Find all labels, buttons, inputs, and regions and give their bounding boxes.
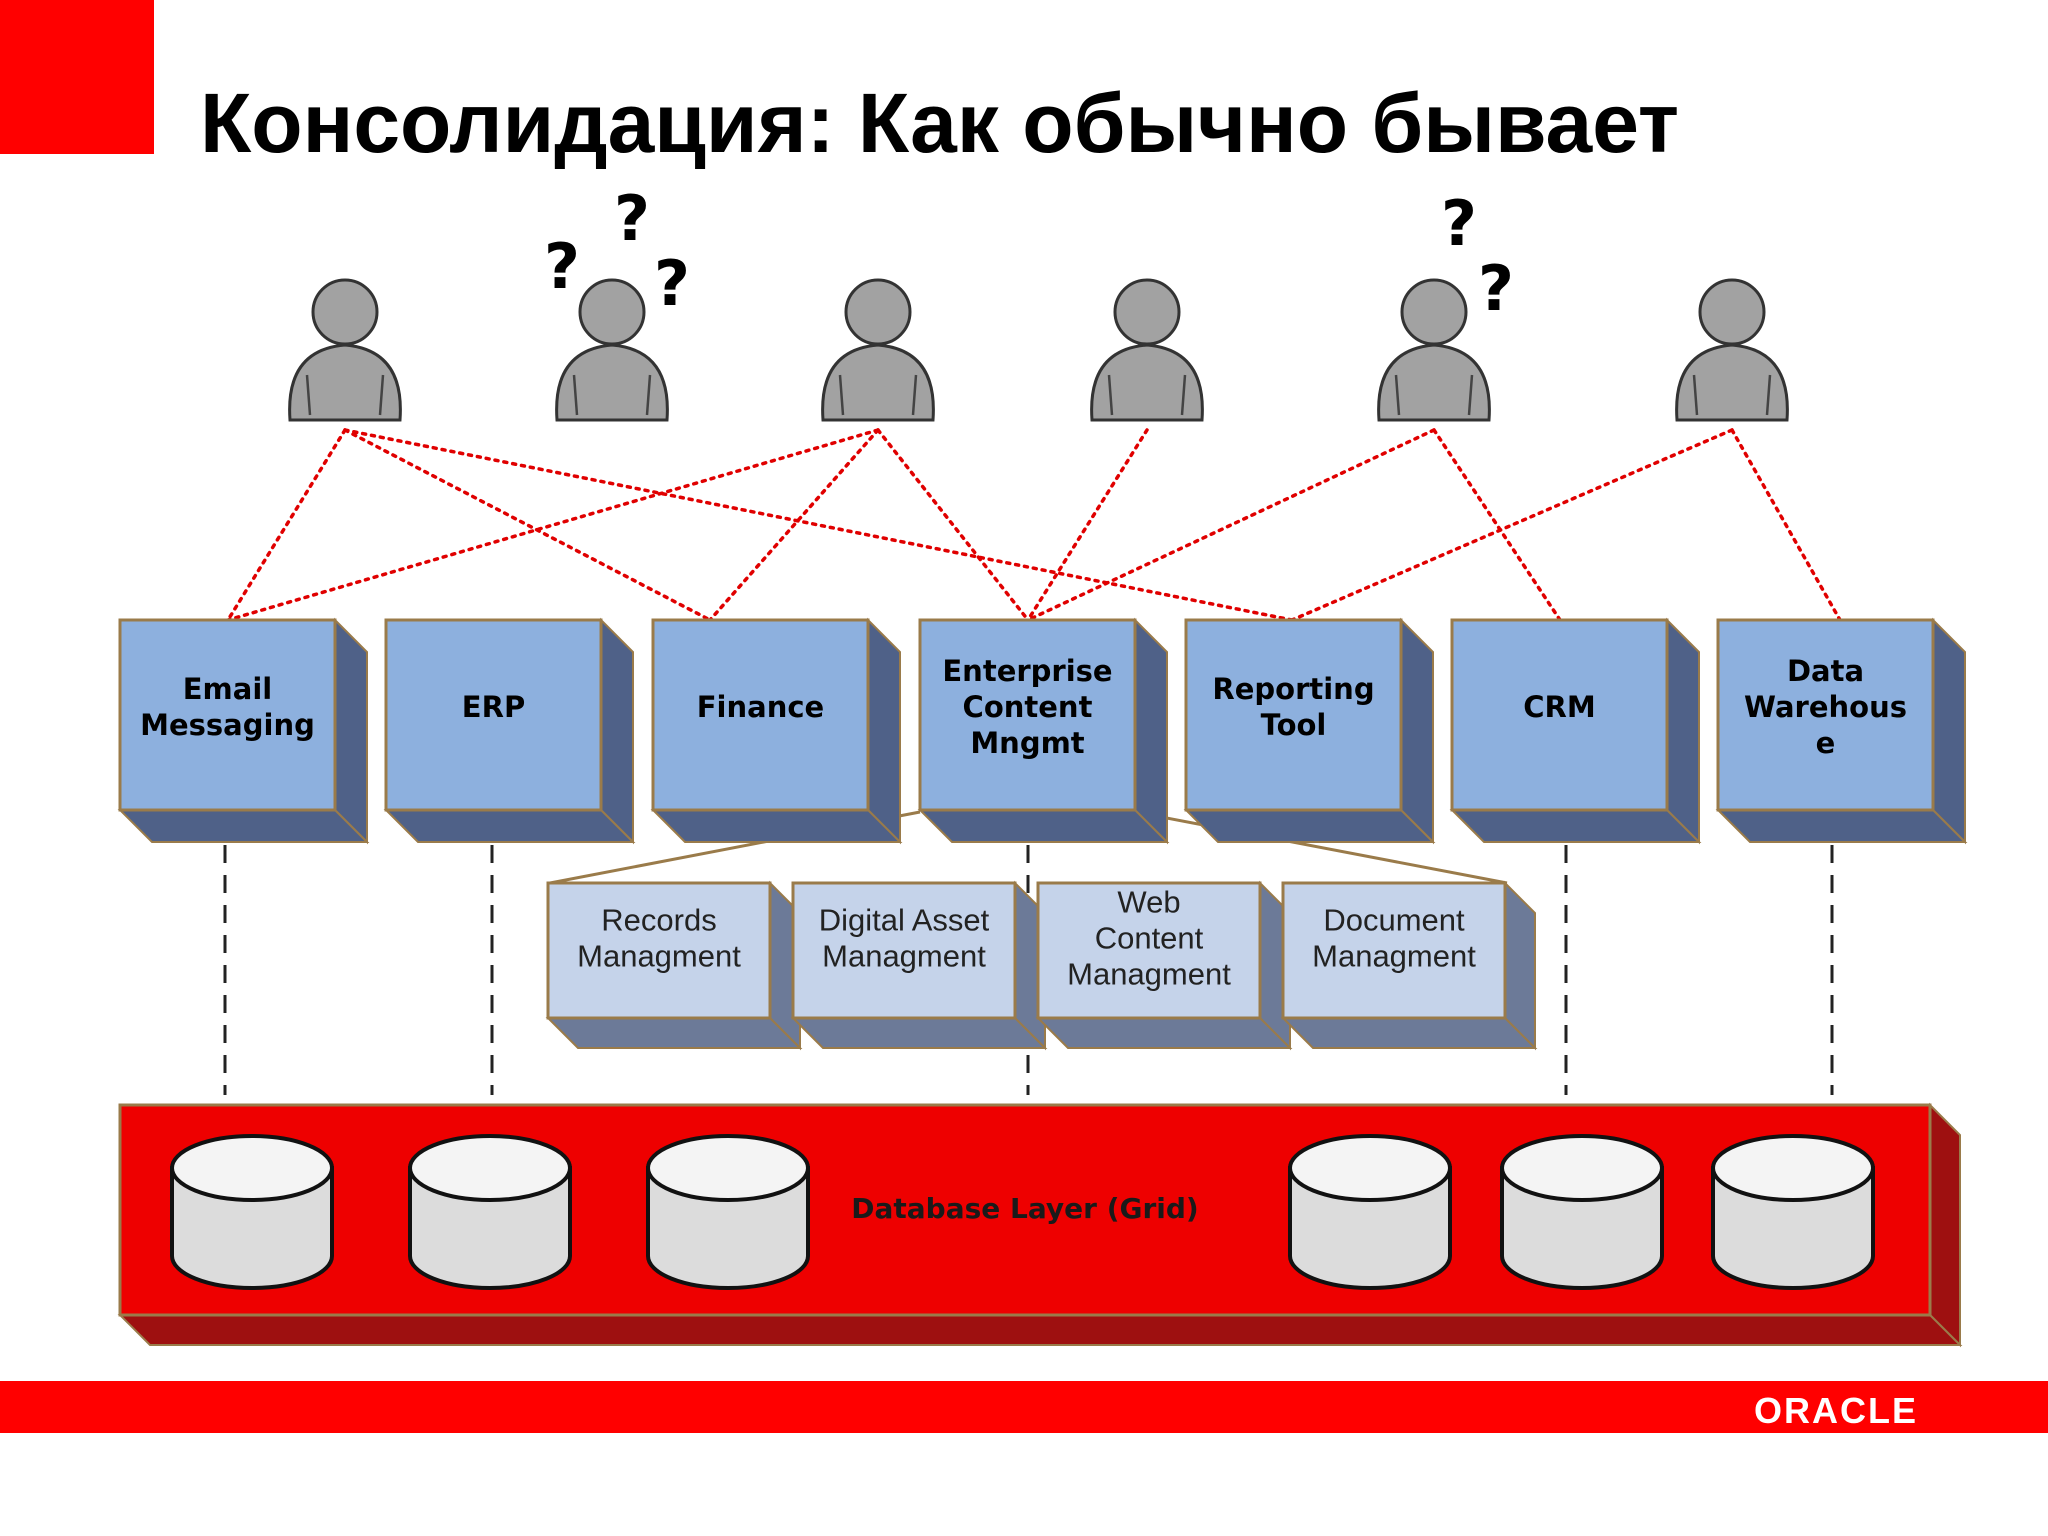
app-label: Mngmt xyxy=(970,726,1084,760)
app-box-erp: ERP xyxy=(383,617,636,845)
connection-line xyxy=(1432,428,1562,622)
connection-line xyxy=(343,428,1294,622)
connection-line xyxy=(876,428,1030,622)
user-app-connections xyxy=(226,428,1842,622)
app-label: Data xyxy=(1787,654,1864,688)
module-label: Managment xyxy=(577,939,741,974)
oracle-logo: ORACLE xyxy=(1754,1390,1918,1431)
question-mark: ? xyxy=(654,247,690,320)
user-icon: ??? xyxy=(544,182,690,422)
app-label: e xyxy=(1816,726,1836,760)
module-label: Document xyxy=(1323,903,1465,938)
database-layer-label: Database Layer (Grid) xyxy=(851,1192,1198,1225)
database-cylinder-icon xyxy=(170,1134,334,1290)
user-icon xyxy=(821,278,935,422)
module-label: Managment xyxy=(1312,939,1476,974)
user-icon xyxy=(288,278,402,422)
module-label: Digital Asset xyxy=(819,903,990,938)
user-icon: ?? xyxy=(1377,187,1514,422)
app-label: Messaging xyxy=(140,708,315,742)
app-label: Email xyxy=(183,672,272,706)
user-icon xyxy=(1675,278,1789,422)
database-layer: Database Layer (Grid) xyxy=(117,1102,1963,1348)
question-mark: ? xyxy=(1441,187,1477,260)
question-mark: ? xyxy=(614,182,650,255)
app-box-crm: CRM xyxy=(1449,617,1702,845)
app-label: CRM xyxy=(1523,690,1595,724)
module-label: Managment xyxy=(1067,957,1231,992)
module-label: Managment xyxy=(822,939,986,974)
connection-line xyxy=(1026,428,1436,622)
module-label: Content xyxy=(1095,921,1204,956)
connection-line xyxy=(1730,428,1842,622)
database-cylinder-icon xyxy=(646,1134,810,1290)
question-mark: ? xyxy=(544,230,580,303)
connection-line xyxy=(1026,428,1149,622)
user-icon xyxy=(1090,278,1204,422)
connection-line xyxy=(226,428,347,622)
database-cylinder-icon xyxy=(1500,1134,1664,1290)
module-label: Web xyxy=(1117,885,1180,920)
slide-title: Консолидация: Как обычно бывает xyxy=(200,76,1679,170)
database-cylinder-icon xyxy=(1711,1134,1875,1290)
connection-line xyxy=(1290,428,1734,622)
app-label: Reporting xyxy=(1212,672,1374,706)
app-label: Tool xyxy=(1261,708,1327,742)
module-label: Records xyxy=(601,903,716,938)
app-label: Enterprise xyxy=(942,654,1112,688)
footer-bar xyxy=(0,1381,2048,1433)
app-label: Warehous xyxy=(1744,690,1907,724)
corner-accent xyxy=(0,0,154,154)
app-box-finance: Finance xyxy=(650,617,903,845)
database-cylinder-icon xyxy=(1288,1134,1452,1290)
database-cylinder-icon xyxy=(408,1134,572,1290)
connection-line xyxy=(708,428,880,622)
connection-line xyxy=(226,428,880,622)
app-label: Finance xyxy=(697,690,824,724)
app-label: Content xyxy=(963,690,1093,724)
connection-line xyxy=(343,428,712,622)
question-mark: ? xyxy=(1478,252,1514,325)
app-label: ERP xyxy=(462,690,525,724)
